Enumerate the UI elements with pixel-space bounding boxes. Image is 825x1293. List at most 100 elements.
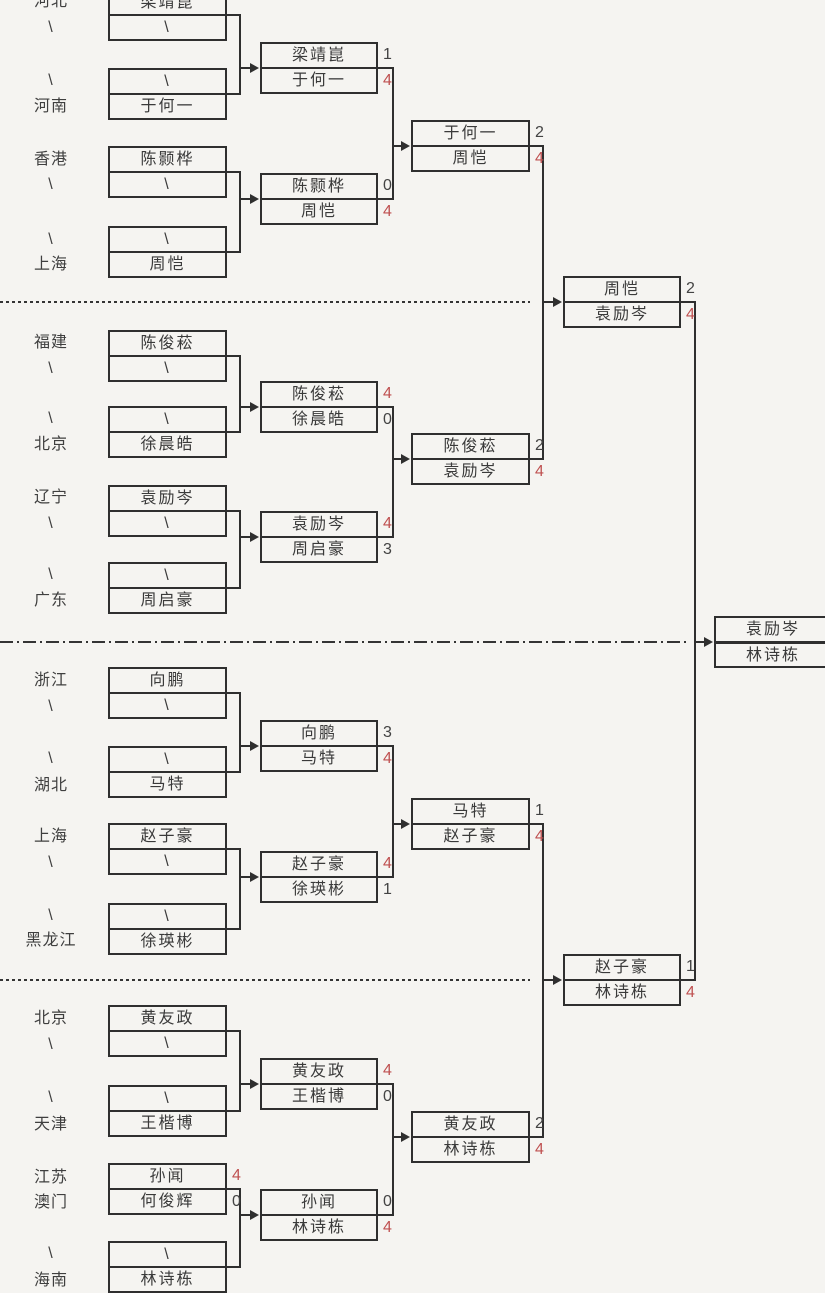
bye-cell: \	[164, 176, 171, 193]
advance-arrow-icon	[250, 1079, 259, 1089]
connector-line	[392, 823, 402, 825]
player-cell: 林诗栋	[140, 1271, 195, 1288]
match-box: 黄友政王楷博	[260, 1058, 378, 1110]
connector-line	[378, 876, 394, 878]
bye-cell: \	[110, 408, 225, 433]
match-box: \ 徐瑛彬	[108, 903, 227, 955]
connector-line	[227, 771, 241, 773]
player-cell: 林诗栋	[745, 647, 800, 664]
bye-slash-label: \	[48, 231, 54, 248]
connector-line	[392, 1136, 402, 1138]
player-cell: 徐瑛彬	[140, 933, 195, 950]
advance-arrow-icon	[704, 637, 713, 647]
bye-cell: \	[164, 697, 171, 714]
section-separator-dashed-line	[0, 301, 530, 303]
connector-line	[239, 406, 251, 408]
region-label: 北京	[33, 436, 68, 453]
region-label: 广东	[33, 592, 68, 609]
region-label: 澳门	[33, 1194, 68, 1211]
connector-line	[239, 355, 241, 433]
final-match-box: 袁励岑林诗栋	[714, 616, 825, 668]
match-box: 于何一周恺	[411, 120, 530, 172]
match-box: 黄友政\	[108, 1005, 227, 1057]
winner-score: 4	[232, 1167, 241, 1184]
advance-arrow-icon	[553, 297, 562, 307]
winner-score: 4	[535, 463, 544, 480]
player-cell: 袁励岑	[716, 618, 825, 644]
connector-line	[530, 1136, 544, 1138]
connector-line	[378, 198, 394, 200]
connector-line	[378, 67, 394, 69]
region-label: 辽宁	[33, 489, 68, 506]
player-cell: 周启豪	[291, 541, 346, 558]
bye-slash-label: \	[48, 72, 54, 89]
match-box: 梁靖崑于何一	[260, 42, 378, 94]
connector-line	[227, 848, 241, 850]
region-label: 河北	[33, 0, 68, 10]
connector-line	[392, 67, 394, 200]
bye-slash-label: \	[48, 19, 54, 36]
connector-line	[239, 876, 251, 878]
match-box: 孙闻林诗栋	[260, 1189, 378, 1241]
connector-line	[239, 1030, 241, 1112]
player-cell: 赵子豪	[565, 956, 679, 981]
winner-score: 4	[535, 1141, 544, 1158]
connector-line	[378, 1083, 394, 1085]
bye-slash-label: \	[48, 410, 54, 427]
connector-line	[227, 355, 241, 357]
loser-score: 2	[535, 124, 544, 141]
advance-arrow-icon	[250, 194, 259, 204]
connector-line	[530, 145, 544, 147]
loser-score: 0	[383, 411, 392, 428]
player-cell: 赵子豪	[110, 825, 225, 850]
match-box: 陈颢桦\	[108, 146, 227, 198]
bye-cell: \	[164, 19, 171, 36]
region-label: 河南	[33, 98, 68, 115]
connector-line	[227, 510, 241, 512]
player-cell: 周恺	[300, 203, 337, 220]
match-box: 袁励岑周启豪	[260, 511, 378, 563]
connector-line	[378, 745, 394, 747]
region-label: 湖北	[33, 777, 68, 794]
player-cell: 黄友政	[110, 1007, 225, 1032]
bye-slash-label: \	[48, 1089, 54, 1106]
player-cell: 陈俊菘	[262, 383, 376, 408]
region-label: 香港	[33, 151, 68, 168]
region-label: 黑龙江	[25, 932, 77, 949]
bye-cell: \	[110, 905, 225, 930]
winner-score: 4	[383, 1062, 392, 1079]
match-box: \ 于何一	[108, 68, 227, 120]
advance-arrow-icon	[401, 454, 410, 464]
bye-cell: \	[110, 228, 225, 253]
player-cell: 陈颢桦	[262, 175, 376, 200]
connector-line	[392, 458, 402, 460]
player-cell: 于何一	[140, 98, 195, 115]
connector-line	[227, 171, 241, 173]
player-cell: 周恺	[149, 256, 186, 273]
advance-arrow-icon	[250, 741, 259, 751]
player-cell: 向鹏	[110, 669, 225, 694]
connector-line	[227, 431, 241, 433]
player-cell: 陈俊菘	[413, 435, 528, 460]
connector-line	[227, 251, 241, 253]
player-cell: 徐瑛彬	[291, 881, 346, 898]
match-box: 陈颢桦周恺	[260, 173, 378, 225]
connector-line	[681, 979, 696, 981]
connector-line	[227, 692, 241, 694]
bye-cell: \	[164, 853, 171, 870]
player-cell: 黄友政	[413, 1113, 528, 1138]
loser-score: 2	[686, 280, 695, 297]
match-box: \林诗栋	[108, 1241, 227, 1293]
winner-score: 4	[535, 150, 544, 167]
player-cell: 袁励岑	[443, 463, 498, 480]
connector-line	[239, 510, 241, 589]
connector-line	[681, 301, 696, 303]
bye-cell: \	[110, 70, 225, 95]
player-cell: 向鹏	[262, 722, 376, 747]
player-cell: 何俊辉	[140, 1193, 195, 1210]
player-cell: 王楷博	[140, 1115, 195, 1132]
bye-slash-label: \	[48, 1245, 54, 1262]
connector-line	[227, 1030, 241, 1032]
player-cell: 林诗栋	[443, 1141, 498, 1158]
player-cell: 于何一	[291, 72, 346, 89]
